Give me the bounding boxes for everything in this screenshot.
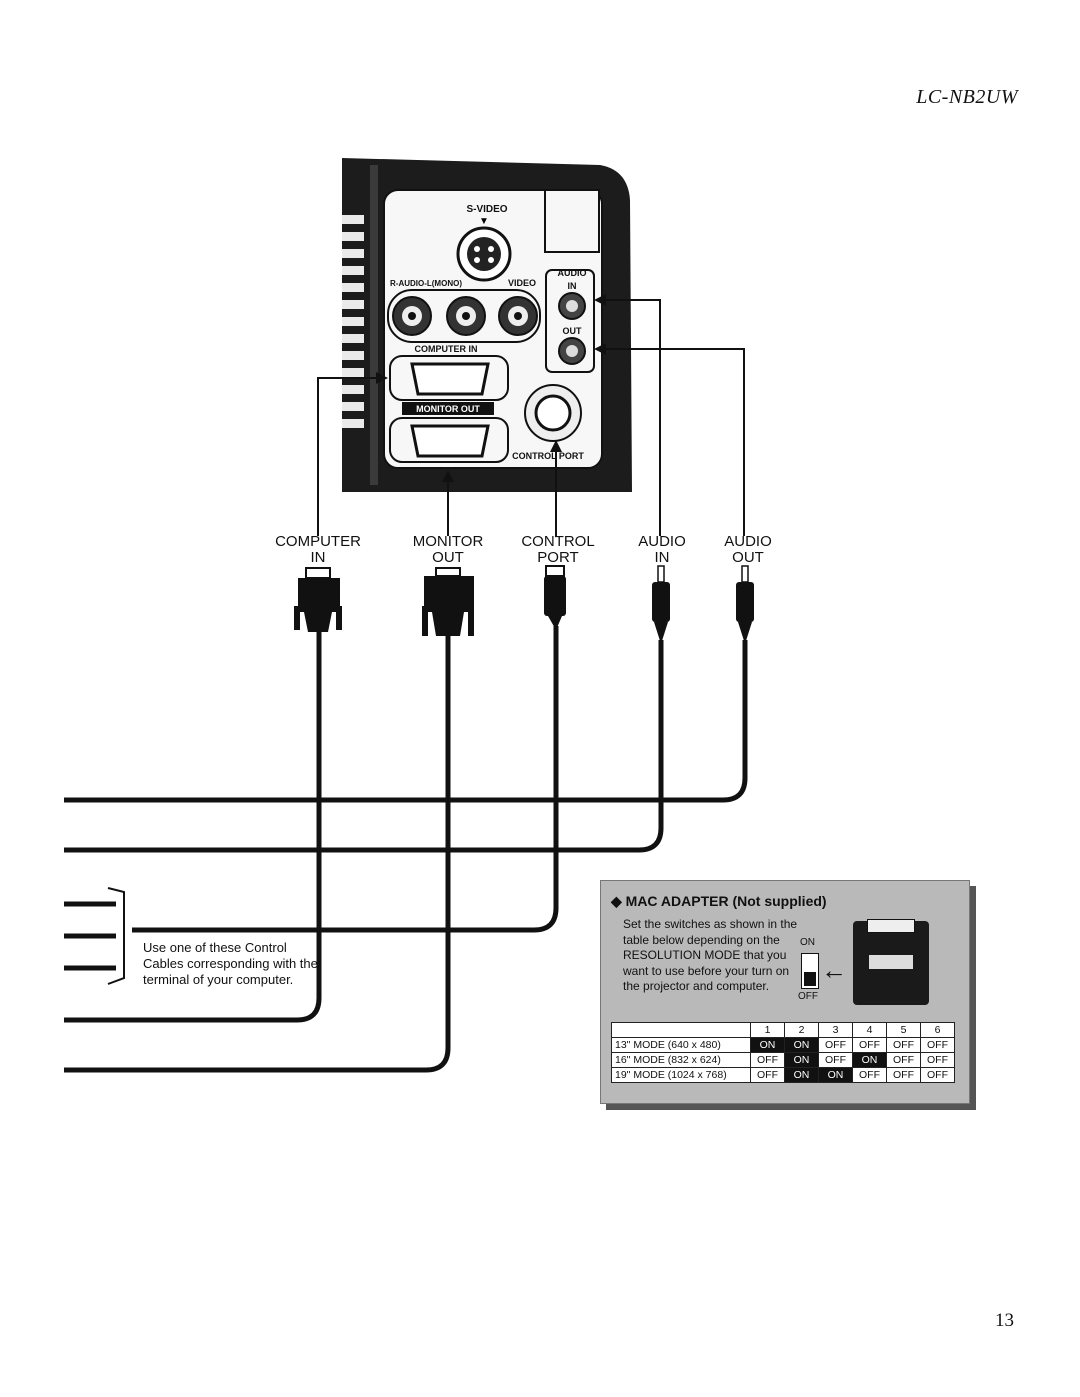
switch-cell: OFF bbox=[852, 1037, 887, 1053]
cable-labels: COMPUTER IN MONITOR OUT CONTROL PORT AUD… bbox=[275, 533, 772, 566]
control-port-cable-label-2: PORT bbox=[537, 549, 578, 566]
model-name: LC-NB2UW bbox=[916, 86, 1018, 108]
computer-in-label: COMPUTER IN bbox=[415, 344, 478, 354]
table-header-cell: 6 bbox=[920, 1022, 955, 1038]
switch-cell: OFF bbox=[920, 1052, 955, 1068]
monitor-out-cable-label-1: MONITOR bbox=[413, 533, 484, 550]
svideo-label: S-VIDEO bbox=[466, 204, 507, 215]
svg-text:▼: ▼ bbox=[479, 216, 489, 227]
control-port-label: CONTROL PORT bbox=[512, 451, 584, 461]
switch-cell: OFF bbox=[920, 1067, 955, 1083]
table-header-cell: 1 bbox=[750, 1022, 785, 1038]
table-header-cell: 3 bbox=[818, 1022, 853, 1038]
switch-cell: ON bbox=[852, 1052, 887, 1068]
mode-cell: 13" MODE (640 x 480) bbox=[611, 1037, 751, 1053]
monitor-out-label: MONITOR OUT bbox=[416, 404, 480, 414]
switch-cell: ON bbox=[784, 1067, 819, 1083]
audio-out-cable-label-1: AUDIO bbox=[724, 533, 772, 550]
projector-rear-panel: S-VIDEO ▼ R-AUDIO-L(MONO) VIDEO AUDIO IN… bbox=[342, 158, 632, 492]
rca-ports bbox=[392, 296, 538, 336]
video-label: VIDEO bbox=[508, 278, 536, 288]
switch-cell: ON bbox=[750, 1037, 785, 1053]
computer-in-port bbox=[410, 362, 490, 396]
dip-switch-icon bbox=[801, 953, 819, 989]
switch-cell: ON bbox=[784, 1052, 819, 1068]
computer-in-cable-label-1: COMPUTER bbox=[275, 533, 361, 550]
audio-out-cable-label-2: OUT bbox=[732, 549, 764, 566]
audio-mono-label: R-AUDIO-L(MONO) bbox=[390, 279, 462, 288]
switch-cell: OFF bbox=[818, 1052, 853, 1068]
computer-in-cable-label-2: IN bbox=[311, 549, 326, 566]
table-row: 13" MODE (640 x 480) ON ON OFF OFF OFF O… bbox=[611, 1037, 955, 1053]
mode-cell: 19" MODE (1024 x 768) bbox=[611, 1067, 751, 1083]
monitor-out-port bbox=[410, 424, 490, 458]
switch-cell: OFF bbox=[750, 1067, 785, 1083]
table-header-blank bbox=[611, 1022, 751, 1038]
curved-arrow-icon: ← bbox=[821, 955, 847, 985]
switch-cell: OFF bbox=[886, 1037, 921, 1053]
connection-arrows bbox=[317, 299, 745, 536]
monitor-out-cable-label-2: OUT bbox=[432, 549, 464, 566]
table-header-cell: 5 bbox=[886, 1022, 921, 1038]
audio-in-cable-label-1: AUDIO bbox=[638, 533, 686, 550]
switch-cell: OFF bbox=[750, 1052, 785, 1068]
mac-adapter-icon bbox=[853, 919, 929, 1005]
mac-adapter-instructions: Set the switches as shown in the table b… bbox=[623, 917, 798, 993]
switch-cell: OFF bbox=[886, 1067, 921, 1083]
page-number: 13 bbox=[995, 1310, 1014, 1331]
audio-in-cable-label-2: IN bbox=[655, 549, 670, 566]
table-header-row: 1 2 3 4 5 6 bbox=[611, 1022, 955, 1038]
cable-connectors bbox=[294, 565, 754, 644]
table-header-cell: 2 bbox=[784, 1022, 819, 1038]
switch-cell: OFF bbox=[818, 1037, 853, 1053]
switch-cell: ON bbox=[784, 1037, 819, 1053]
control-port-cable-label-1: CONTROL bbox=[521, 533, 594, 550]
switch-off-label: OFF bbox=[798, 991, 818, 1002]
mode-cell: 16" MODE (832 x 624) bbox=[611, 1052, 751, 1068]
audio-label: AUDIO bbox=[558, 268, 587, 278]
switch-on-label: ON bbox=[800, 937, 815, 948]
switch-cell: OFF bbox=[920, 1037, 955, 1053]
audio-out-label: OUT bbox=[563, 326, 583, 336]
switch-cell: OFF bbox=[886, 1052, 921, 1068]
cables bbox=[64, 626, 748, 1073]
mac-adapter-box: ◆ MAC ADAPTER (Not supplied) Set the swi… bbox=[600, 880, 970, 1104]
resolution-mode-table: 1 2 3 4 5 6 13" MODE (640 x 480) ON ON O… bbox=[611, 1022, 955, 1083]
control-cable-note: Use one of these Control Cables correspo… bbox=[143, 940, 318, 987]
audio-in-label: IN bbox=[568, 281, 577, 291]
mac-adapter-title: ◆ MAC ADAPTER (Not supplied) bbox=[611, 893, 827, 909]
switch-cell: ON bbox=[818, 1067, 853, 1083]
table-row: 16" MODE (832 x 624) OFF ON OFF ON OFF O… bbox=[611, 1052, 955, 1068]
table-row: 19" MODE (1024 x 768) OFF ON ON OFF OFF … bbox=[611, 1067, 955, 1083]
table-header-cell: 4 bbox=[852, 1022, 887, 1038]
switch-cell: OFF bbox=[852, 1067, 887, 1083]
